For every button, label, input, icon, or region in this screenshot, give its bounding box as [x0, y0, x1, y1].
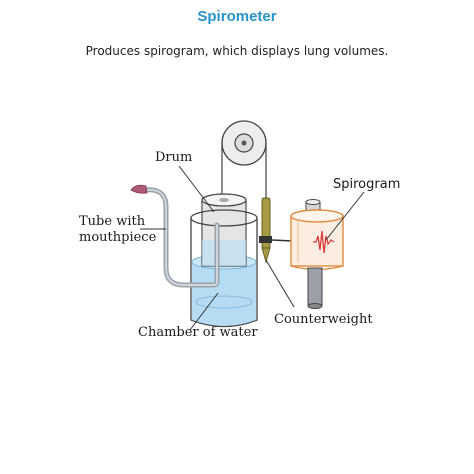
label-tube-line2: mouthpiece [79, 230, 157, 245]
label-chamber: Chamber of water [138, 325, 258, 340]
label-tube-line1: Tube with [79, 214, 146, 229]
chamber-rim [190, 209, 258, 227]
tube [130, 184, 220, 288]
chamber-leader [189, 292, 219, 331]
page-subtitle: Produces spirogram, which displays lung … [85, 44, 389, 58]
label-spirogram: Spirogram [333, 177, 400, 192]
mouthpiece [130, 184, 148, 194]
label-counterweight: Counterweight [274, 312, 373, 327]
recording-drum [290, 199, 344, 309]
spirogram-leader [325, 191, 365, 241]
drum-leader [178, 165, 215, 213]
label-drum: Drum [155, 150, 192, 165]
pulley [221, 120, 267, 166]
page-title: Spirometer [197, 8, 277, 25]
spirogram-trace [313, 230, 335, 254]
counterweight-leader [265, 259, 295, 308]
counterweight [259, 197, 314, 264]
